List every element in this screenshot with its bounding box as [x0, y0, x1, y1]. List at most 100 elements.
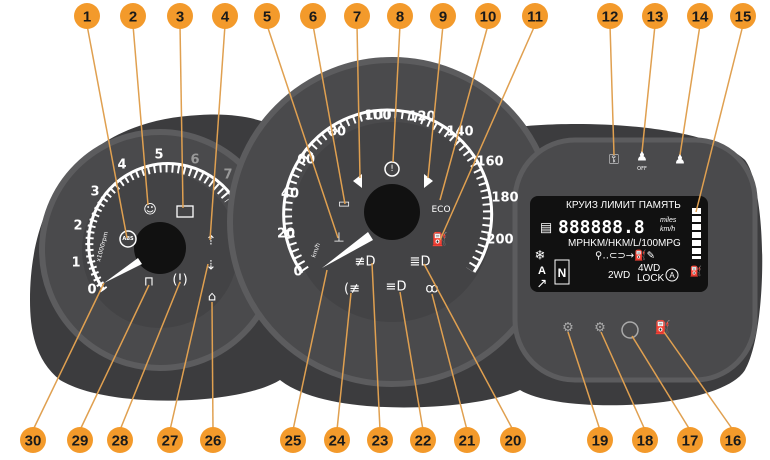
- callout-circle: [254, 3, 280, 29]
- eco-icon: ECO: [431, 205, 450, 215]
- callout-marker: 27: [157, 427, 183, 453]
- tach-label: 2: [73, 219, 82, 234]
- speed-unit: km/h: [310, 242, 322, 259]
- parking-brake-icon: [621, 321, 639, 339]
- lcd-cruise-modes: КРУИЗ ЛИМИТ ПАМЯТЬ: [566, 200, 681, 211]
- callout-marker: 22: [410, 427, 436, 453]
- callout-circle: [410, 427, 436, 453]
- callout-number: 10: [480, 9, 497, 26]
- lcd-trip-icon: ▤: [540, 221, 552, 236]
- callout-marker: 16: [720, 427, 746, 453]
- callout-number: 21: [459, 433, 476, 450]
- callout-number: 29: [72, 433, 89, 450]
- callout-marker: 5: [254, 3, 280, 29]
- callout-marker: 28: [107, 427, 133, 453]
- callout-marker: 1: [74, 3, 100, 29]
- immobilizer-icon: ⚿: [609, 153, 619, 168]
- callout-circle: [157, 427, 183, 453]
- callout-circle: [300, 3, 326, 29]
- callout-number: 3: [176, 9, 184, 26]
- callout-circle: [687, 3, 713, 29]
- engine-malfunction-icon: ⚙: [594, 321, 606, 336]
- callout-number: 25: [285, 433, 302, 450]
- lcd-frost-icon: ❄: [535, 249, 546, 264]
- callout-number: 5: [263, 9, 271, 26]
- low-coolant-icon: ⇣: [206, 259, 217, 274]
- lcd-fuel-icon: ⛽: [690, 265, 702, 278]
- callout-number: 20: [505, 433, 522, 450]
- callout-marker: 25: [280, 427, 306, 453]
- callout-circle: [212, 3, 238, 29]
- tach-label: 0: [87, 283, 96, 298]
- callout-circle: [475, 3, 501, 29]
- callout-marker: 29: [67, 427, 93, 453]
- speed-label: 160: [476, 155, 503, 170]
- speedometer-needle: [322, 232, 373, 268]
- lcd-auto-mode: A: [669, 271, 675, 280]
- svg-text:♟: ♟: [636, 150, 648, 165]
- turn-right-icon: [424, 174, 433, 188]
- esp-off-icon: ♟OFF: [636, 150, 648, 173]
- callout-circle: [324, 427, 350, 453]
- tach-label: 1: [71, 256, 80, 271]
- callout-circle: [67, 427, 93, 453]
- callout-circle: [430, 3, 456, 29]
- callout-number: 6: [309, 9, 317, 26]
- esp-icon: ♟: [674, 153, 686, 168]
- callout-marker: 2: [120, 3, 146, 29]
- callout-circle: [280, 427, 306, 453]
- callout-number: 19: [592, 433, 609, 450]
- callout-circle: [720, 427, 746, 453]
- callout-marker: 24: [324, 427, 350, 453]
- check-engine-icon: ⌂: [208, 290, 216, 305]
- lcd-auto-mode-icon: [665, 268, 679, 282]
- service-icon: ⚙: [562, 321, 574, 336]
- callout-marker: 8: [387, 3, 413, 29]
- tach-label: 4: [117, 158, 126, 173]
- speedometer-labels: 0 20 40 60 80 100 120 140 160 180 200 km…: [277, 109, 519, 280]
- speedometer-hub: [364, 184, 420, 240]
- tach-label: 5: [154, 148, 163, 163]
- callout-circle: [367, 427, 393, 453]
- rear-fog-light-icon: (≢: [344, 282, 360, 297]
- callout-marker: 15: [730, 3, 756, 29]
- leader-lines: [32, 24, 744, 431]
- lcd-shift-icon: ↗: [537, 277, 548, 292]
- coolant-temp-icon: ⊥: [333, 231, 344, 246]
- airbag-icon: ☺: [143, 203, 157, 218]
- door-open-icon: ⊓: [144, 275, 154, 290]
- callout-marker: 18: [632, 427, 658, 453]
- callout-number: 18: [637, 433, 654, 450]
- callout-marker: 19: [587, 427, 613, 453]
- callout-number: 28: [112, 433, 129, 450]
- lcd-odometer: 888888.8: [558, 217, 645, 238]
- tachometer-hub: [134, 222, 186, 274]
- lcd-display: [530, 196, 708, 292]
- callout-circle: [730, 3, 756, 29]
- lcd-gear-frame: [554, 259, 570, 285]
- callout-number: 23: [372, 433, 389, 450]
- callout-number: 22: [415, 433, 432, 450]
- callout-circle: [74, 3, 100, 29]
- callout-number: 30: [25, 433, 42, 450]
- tachometer-needle: [104, 258, 142, 283]
- callout-number: 7: [353, 9, 361, 26]
- lcd-gear-auto: A: [538, 265, 546, 277]
- dpf-icon: [176, 205, 194, 218]
- lcd-content: КРУИЗ ЛИМИТ ПАМЯТЬ ▤ 888888.8 miles km/h…: [535, 200, 703, 292]
- callout-circle: [500, 427, 526, 453]
- callout-marker: 21: [454, 427, 480, 453]
- speed-label: 140: [446, 125, 473, 140]
- callout-number: 9: [439, 9, 447, 26]
- callout-marker: 3: [167, 3, 193, 29]
- callout-number: 12: [602, 9, 619, 26]
- callout-marker: 26: [200, 427, 226, 453]
- callout-circle: [454, 427, 480, 453]
- svg-text:ABS: ABS: [122, 236, 134, 242]
- speed-label: 0: [293, 265, 302, 280]
- transmission-oil-temp-icon: ⇡: [206, 234, 217, 249]
- speed-label: 120: [408, 110, 435, 125]
- callout-marker: 11: [522, 3, 548, 29]
